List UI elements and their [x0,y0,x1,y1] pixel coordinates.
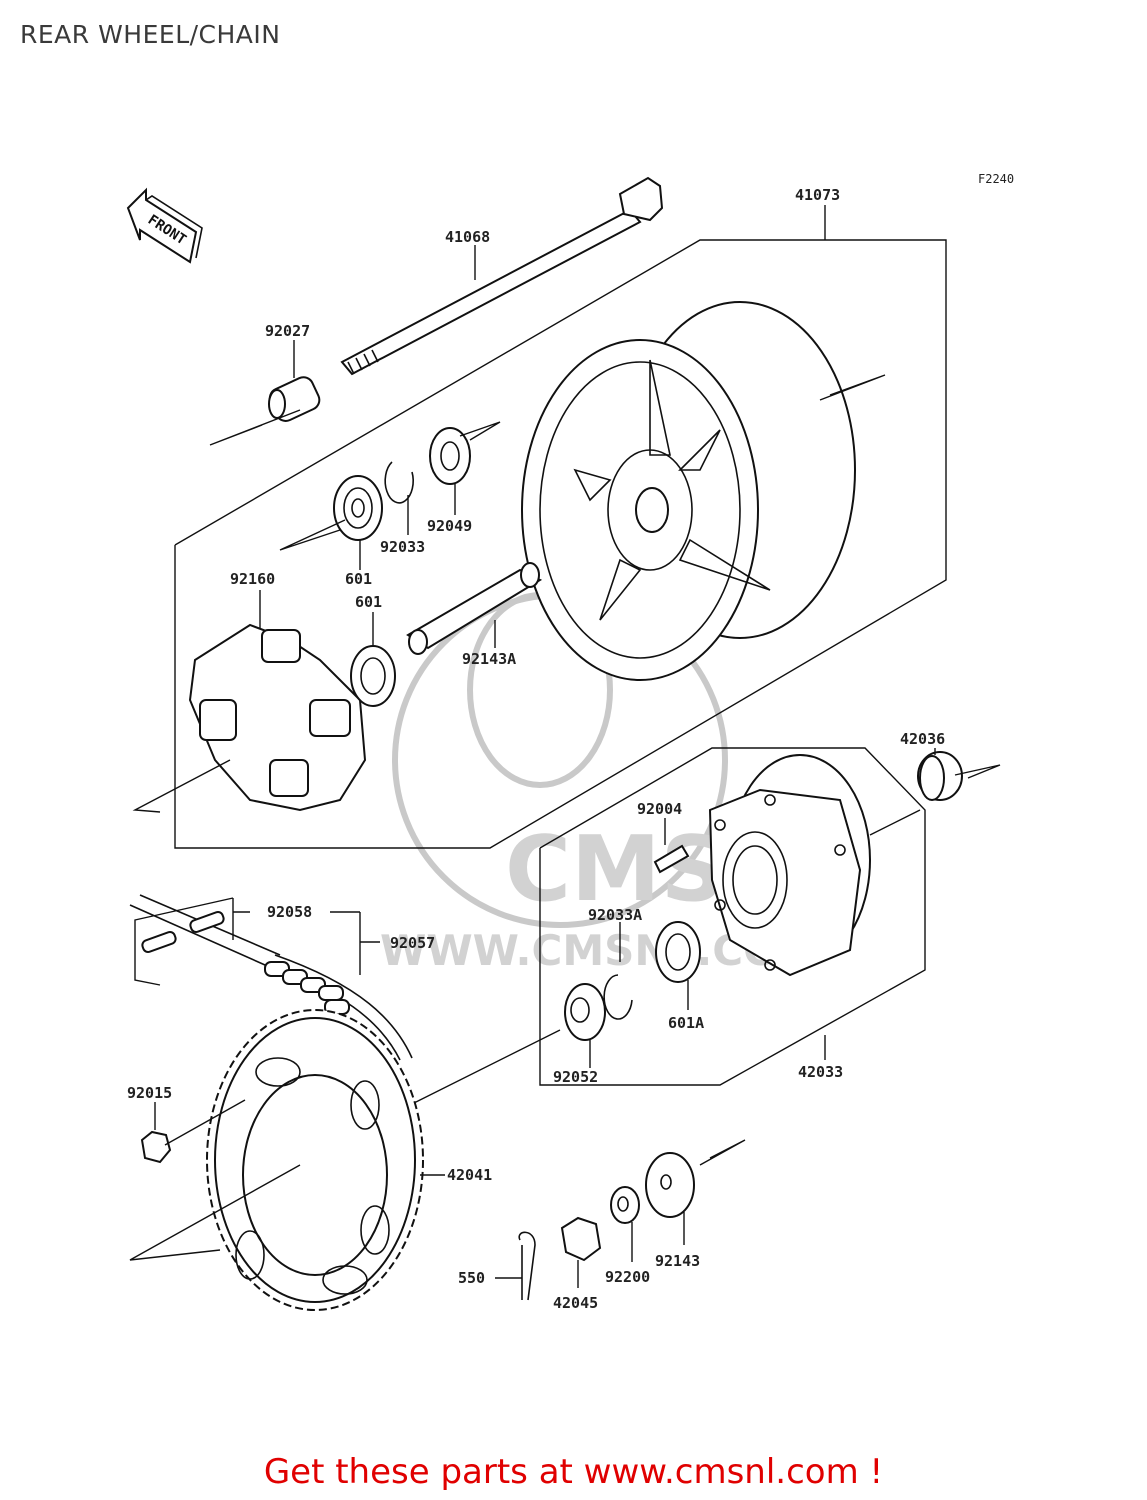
label-92027: 92027 [265,322,310,340]
front-arrow-icon: FRONT [126,187,203,264]
spacer-92027 [209,340,321,446]
label-550: 550 [458,1269,485,1287]
seal-92049 [429,421,501,515]
label-92033: 92033 [380,538,425,556]
collar-92143 [645,1139,746,1245]
spacer-tube-92143A [406,562,543,655]
bearing-601A [655,921,701,1010]
hub-assembly-bracket [539,747,926,1086]
label-42033: 42033 [798,1063,843,1081]
axle-41068 [340,176,664,376]
nut-92015 [140,1099,246,1164]
page-title: REAR WHEEL/CHAIN [20,20,281,49]
bearing-601-mid [350,612,396,707]
label-42041: 42041 [447,1166,492,1184]
hub-42033 [708,754,871,977]
label-92058: 92058 [267,903,312,921]
stud-92004 [653,818,690,874]
seal-92052 [399,983,606,1111]
label-41068: 41068 [445,228,490,246]
label-601-top: 601 [345,570,372,588]
wheel-41073 [521,301,886,681]
label-92143: 92143 [655,1252,700,1270]
circlip-92033A [603,922,633,1020]
label-92004: 92004 [637,800,682,818]
bearing-601-top [279,475,383,570]
collar-42036 [869,748,1001,836]
label-92033A: 92033A [588,906,642,924]
label-92015: 92015 [127,1084,172,1102]
label-92052: 92052 [553,1068,598,1086]
label-92160: 92160 [230,570,275,588]
nut-42045 [560,1216,602,1288]
label-601A: 601A [668,1014,704,1032]
label-42045: 42045 [553,1294,598,1312]
label-92049: 92049 [427,517,472,535]
sprocket-42041 [129,1009,445,1311]
washer-92200 [610,1186,640,1262]
figure-code: F2240 [978,172,1014,186]
circlip-92033 [384,461,414,535]
damper-92160 [132,590,367,813]
label-41073: 41073 [795,186,840,204]
cotter-pin-550 [495,1231,536,1301]
footer-link-text[interactable]: Get these parts at www.cmsnl.com ! [263,1452,884,1492]
label-42036: 42036 [900,730,945,748]
wheel-assembly-bracket [174,239,947,849]
label-601-mid: 601 [355,593,382,611]
label-92143A: 92143A [462,650,516,668]
chain-92057 [129,894,413,1061]
watermark-logo-text: CMS [505,817,725,922]
label-92057: 92057 [390,934,435,952]
label-92200: 92200 [605,1268,650,1286]
